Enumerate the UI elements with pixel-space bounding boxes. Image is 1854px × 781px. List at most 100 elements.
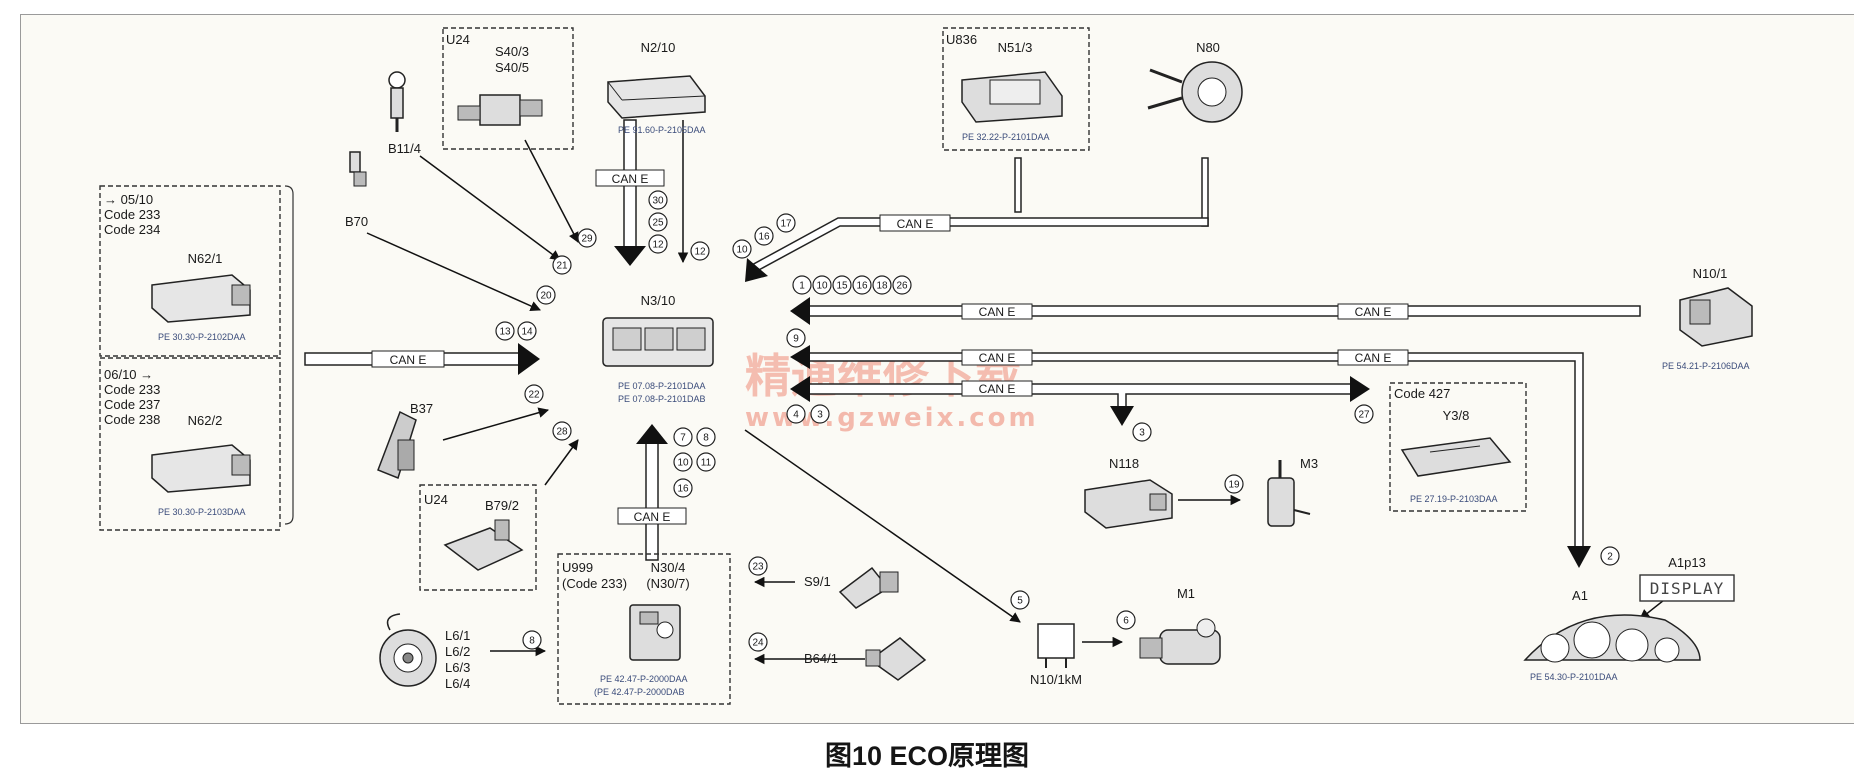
signal-number-y3_8-27: 27 bbox=[1358, 410, 1370, 421]
signal-number-a1_bus-9: 9 bbox=[793, 334, 799, 345]
signal-circle-n2_10_bus-12 bbox=[648, 234, 668, 254]
n62-bracket bbox=[284, 185, 294, 525]
n10-1km-relay-icon bbox=[1037, 623, 1075, 668]
signal-circle-n51_3_bus-17 bbox=[776, 213, 796, 233]
n51-3-label: N51/3 bbox=[998, 40, 1033, 55]
signal-circle-n30_4_bus-16 bbox=[673, 478, 693, 498]
signal-circle-n62-13 bbox=[495, 321, 515, 341]
l6-3-label: L6/3 bbox=[445, 660, 470, 675]
signal-number-m3-19: 19 bbox=[1228, 480, 1240, 491]
n30-4-label: N30/4 bbox=[651, 560, 686, 575]
signal-number-mid_bus-4: 4 bbox=[793, 410, 799, 421]
signal-number-n2_10_bus-25: 25 bbox=[652, 218, 664, 229]
s40-3-label: S40/3 bbox=[495, 44, 529, 59]
a1p13-label: A1p13 bbox=[1668, 555, 1706, 570]
n62-1-module-icon bbox=[151, 274, 251, 323]
n62-1-label: N62/1 bbox=[188, 251, 223, 266]
signal-circle-b37-22 bbox=[524, 384, 544, 404]
signal-circle-s9_1-23 bbox=[748, 556, 768, 576]
can-label-n118: CAN E bbox=[979, 382, 1016, 396]
n62-2-note-3: Code 237 bbox=[104, 397, 160, 412]
signal-number-n10_1_in-18: 18 bbox=[876, 281, 888, 292]
n3-10-ref-1: PE 07.08-P-2101DAA bbox=[618, 381, 706, 391]
signal-number-n30_4_bus-11: 11 bbox=[701, 458, 712, 469]
signal-number-n51_3_bus-16: 16 bbox=[758, 232, 770, 243]
eco-schematic: 精通维修下载 www.gzweix.com CAN E CAN E CAN E … bbox=[99, 27, 1753, 705]
n30-7-label: (N30/7) bbox=[646, 576, 689, 591]
u999-group-note: (Code 233) bbox=[562, 576, 627, 591]
signal-number-n2_10_bus-30: 30 bbox=[652, 196, 664, 207]
s9-1-switch-icon bbox=[838, 566, 899, 609]
n10-1-label: N10/1 bbox=[1693, 266, 1728, 281]
diagram-frame bbox=[20, 14, 1854, 724]
b37-pedal-icon bbox=[377, 410, 417, 479]
signal-circle-n30_4_bus-7 bbox=[673, 427, 693, 447]
can-label-n51-3: CAN E bbox=[897, 217, 934, 231]
dashed-groups bbox=[99, 27, 1527, 705]
signal-number-n10_1_in-10: 10 bbox=[816, 281, 828, 292]
can-label-n10-1-a: CAN E bbox=[979, 305, 1016, 319]
signal-circle-b11_4-21 bbox=[552, 255, 572, 275]
signal-circle-n10_1_in-10 bbox=[812, 275, 832, 295]
n2-10-module-icon bbox=[607, 75, 706, 119]
signal-number-n10_1_in-16: 16 bbox=[856, 281, 868, 292]
signal-circle-m1-6 bbox=[1116, 610, 1136, 630]
m3-label: M3 bbox=[1300, 456, 1318, 471]
a1p13-display-text: DISPLAY bbox=[1650, 579, 1724, 598]
can-bus-n51-3: CAN E bbox=[745, 157, 1209, 282]
signal-number-n30_4_bus-16: 16 bbox=[677, 484, 689, 495]
signal-circle-n10_1_in-1 bbox=[792, 275, 812, 295]
signal-circle-mid_bus-4 bbox=[786, 404, 806, 424]
n80-steering-column-icon bbox=[1147, 61, 1243, 123]
can-label-n30-4: CAN E bbox=[634, 510, 671, 524]
b11-4-label: B11/4 bbox=[388, 141, 421, 156]
signal-number-n118-3: 3 bbox=[1139, 428, 1145, 439]
n30-4-module-icon bbox=[629, 604, 681, 661]
component-labels: N3/10 PE 07.08-P-2101DAA PE 07.08-P-2101… bbox=[104, 32, 1750, 697]
signal-circle-n10_1_in-16 bbox=[852, 275, 872, 295]
signal-number-n10_1km-5: 5 bbox=[1017, 596, 1023, 607]
signal-circle-n10_1_in-15 bbox=[832, 275, 852, 295]
m1-starter-icon bbox=[1139, 618, 1221, 665]
signal-arrows bbox=[366, 120, 1679, 665]
signal-circle-a1_bus-9 bbox=[786, 328, 806, 348]
signal-circle-n10_1_in-26 bbox=[892, 275, 912, 295]
signal-circle-n51_3_bus-16 bbox=[754, 226, 774, 246]
n2-10-label: N2/10 bbox=[641, 40, 676, 55]
u24-top-group: U24 bbox=[446, 32, 470, 47]
n30-4-ref-2: (PE 42.47-P-2000DAB bbox=[594, 687, 685, 697]
n10-1-ref: PE 54.21-P-2106DAA bbox=[1662, 361, 1750, 371]
signal-circle-b70-20 bbox=[536, 285, 556, 305]
b64-1-label: B64/1 bbox=[804, 651, 838, 666]
signal-circle-n30_4_bus-8 bbox=[696, 427, 716, 447]
can-bus-n2-10: CAN E bbox=[595, 119, 665, 266]
a1-label: A1 bbox=[1572, 588, 1588, 603]
n10-1-module-icon bbox=[1679, 287, 1753, 347]
signal-number-u24_top-29: 29 bbox=[581, 234, 593, 245]
signal-circle-n2_10_bus-25 bbox=[648, 212, 668, 232]
u24-bottom-group: U24 bbox=[424, 492, 448, 507]
b64-1-sensor-icon bbox=[865, 637, 927, 681]
signal-circle-n30_4_bus-11 bbox=[696, 452, 716, 472]
s9-1-label: S9/1 bbox=[804, 574, 831, 589]
signal-number-m1-6: 6 bbox=[1123, 616, 1129, 627]
l6-2-label: L6/2 bbox=[445, 644, 470, 659]
m1-label: M1 bbox=[1177, 586, 1195, 601]
signal-circle-n118-3 bbox=[1132, 422, 1152, 442]
y3-8-label: Y3/8 bbox=[1443, 408, 1470, 423]
n62-1-note-3: Code 234 bbox=[104, 222, 160, 237]
signal-number-l6-8: 8 bbox=[529, 636, 535, 647]
b70-sensor-icon bbox=[349, 151, 367, 187]
signal-circle-a1-2 bbox=[1600, 546, 1620, 566]
n3-10-ref-2: PE 07.08-P-2101DAB bbox=[618, 394, 706, 404]
u999-group: U999 bbox=[562, 560, 593, 575]
signal-number-n51_3_bus-17: 17 bbox=[780, 219, 792, 230]
signal-circle-l6-8 bbox=[522, 630, 542, 650]
can-bus-n10-1: CAN E CAN E bbox=[790, 297, 1641, 325]
b79-2-label: B79/2 bbox=[485, 498, 519, 513]
n51-3-module-icon bbox=[961, 71, 1063, 123]
signal-circle-n10_1km-5 bbox=[1010, 590, 1030, 610]
signal-circle-mid_bus-3 bbox=[810, 404, 830, 424]
signal-number-a1-2: 2 bbox=[1607, 552, 1613, 563]
